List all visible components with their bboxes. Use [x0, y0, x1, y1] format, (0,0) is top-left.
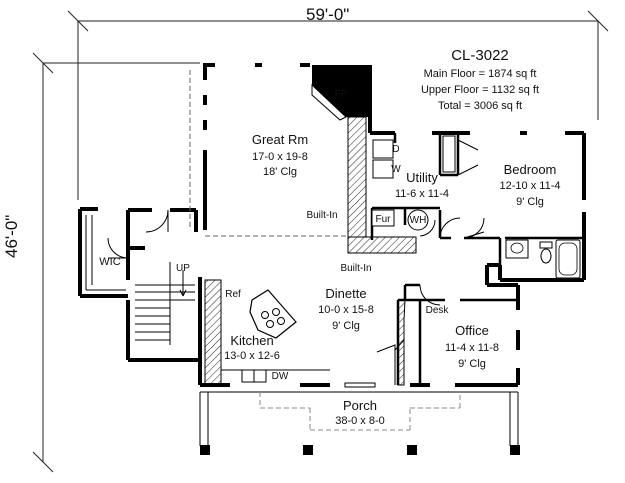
built-in-label-great-room: Built-In: [306, 210, 338, 221]
wic-shelves: [85, 215, 126, 291]
toilet-bowl: [540, 248, 552, 264]
width-dimension-line: [67, 10, 609, 200]
dinette-ceiling: 9' Clg: [332, 320, 360, 332]
toilet-tank: [539, 241, 553, 249]
utility-label: Utility: [406, 170, 438, 185]
utility-size: 11-6 x 11-4: [394, 188, 450, 200]
dryer-label: D: [392, 144, 400, 155]
bedroom-ceiling: 9' Clg: [516, 196, 544, 208]
exterior-walls: [78, 63, 586, 387]
built-in-great-room: [347, 116, 367, 238]
office-size: 11-4 x 11-8: [444, 342, 500, 354]
porch-label: Porch: [343, 398, 377, 413]
stairs: [135, 262, 195, 345]
furnace: [371, 209, 395, 227]
dinette-label: Dinette: [325, 286, 367, 301]
washer: [372, 159, 394, 179]
plan-title-block: CL-3022 Main Floor = 1874 sq ft Upper Fl…: [410, 46, 550, 114]
fireplace: [312, 65, 370, 117]
great-room-ceiling: 18' Clg: [263, 166, 297, 178]
washer-label: W: [391, 164, 401, 175]
entry-door: [344, 382, 376, 388]
total-area: Total = 3006 sq ft: [437, 100, 523, 112]
main-floor-area: Main Floor = 1874 sq ft: [423, 68, 537, 80]
plan-code: CL-3022: [451, 47, 509, 64]
dryer: [372, 139, 394, 159]
bathtub: [555, 239, 581, 279]
depth-dimension: 46'-0": [2, 214, 21, 258]
water-heater: [407, 209, 429, 231]
office-ceiling: 9' Clg: [458, 358, 486, 370]
kitchen-size: 13-0 x 12-6: [224, 350, 280, 362]
kitchen-label: Kitchen: [230, 333, 274, 348]
cooktop-burners: [261, 308, 285, 328]
bath-sink: [510, 242, 524, 254]
width-dimension: 59'-0": [306, 5, 350, 24]
door-swings: [107, 209, 485, 385]
porch-columns: [200, 445, 520, 455]
bedroom-label: Bedroom: [503, 162, 557, 177]
bathtub-inner: [558, 242, 578, 276]
office-label: Office: [455, 323, 489, 338]
dishwasher-label: DW: [271, 371, 289, 382]
bedroom-closet: [442, 135, 479, 176]
built-in-dinette: [347, 236, 417, 254]
bath-vanity: [505, 239, 529, 259]
porch-size: 38-0 x 8-0: [335, 415, 385, 427]
depth-dimension-line: [32, 52, 200, 473]
built-in-label-dinette: Built-In: [340, 263, 372, 274]
bedroom-size: 12-10 x 11-4: [499, 180, 561, 192]
refrigerator-label: Ref: [225, 289, 241, 300]
upper-floor-area: Upper Floor = 1132 sq ft: [420, 84, 540, 96]
fireplace-hearth-outline: [311, 83, 347, 121]
porch: [199, 391, 519, 446]
fireplace-label: FP: [334, 89, 348, 100]
open-plan-lines: [189, 70, 348, 237]
kitchen-counter-left: [204, 279, 222, 386]
water-heater-label: WH: [409, 215, 427, 226]
dinette-size: 10-0 x 15-8: [318, 304, 374, 316]
great-room-size: 17-0 x 19-8: [252, 151, 308, 163]
wic-label: WIC: [99, 256, 121, 268]
furnace-label: Fur: [375, 214, 391, 225]
great-room-label: Great Rm: [251, 132, 309, 147]
stairs-up-label: UP: [176, 263, 190, 274]
desk-label: Desk: [425, 305, 449, 316]
